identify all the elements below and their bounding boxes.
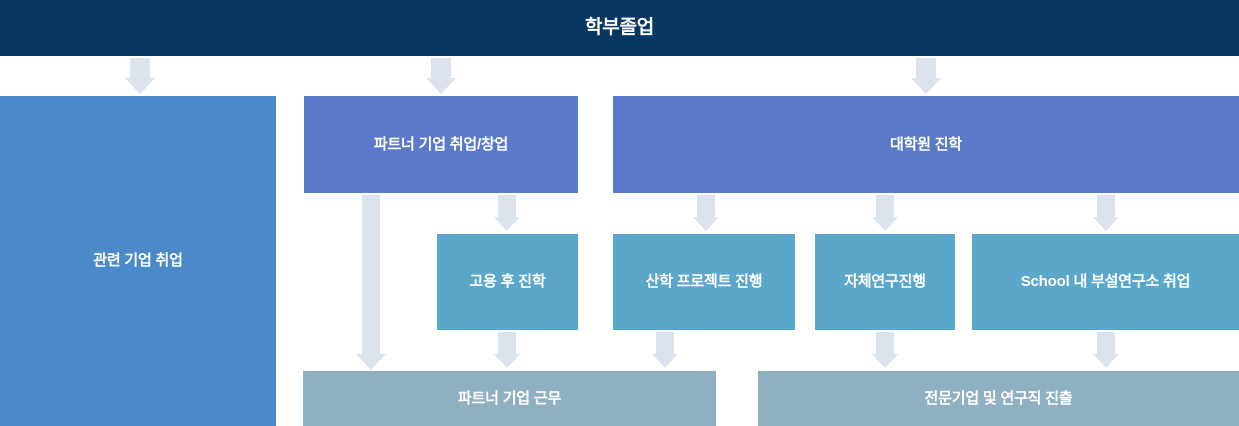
arrow-research-to-specialist (860, 332, 910, 368)
arrow-header-to-partner (416, 58, 466, 94)
node-related-employment: 관련 기업 취업 (0, 96, 276, 426)
arrow-graduate-to-institute (1081, 195, 1131, 231)
node-graduate-school: 대학원 진학 (613, 96, 1239, 193)
node-partner-work: 파트너 기업 근무 (303, 371, 716, 426)
arrow-institute-to-specialist (1081, 332, 1131, 368)
node-school-institute: School 내 부설연구소 취업 (972, 234, 1239, 330)
arrow-header-to-graduate (901, 58, 951, 94)
arrow-project-to-specialist (640, 332, 690, 368)
arrow-partner-to-study (482, 195, 532, 231)
arrow-graduate-to-research (860, 195, 910, 231)
node-industry-project: 산학 프로젝트 진행 (613, 234, 795, 330)
header-node-graduation: 학부졸업 (0, 0, 1239, 56)
node-specialist-research: 전문기업 및 연구직 진출 (758, 371, 1239, 426)
node-study-after-hire: 고용 후 진학 (437, 234, 578, 330)
arrow-study-to-work (482, 332, 532, 368)
node-own-research: 자체연구진행 (815, 234, 955, 330)
node-partner-employment: 파트너 기업 취업/창업 (304, 96, 578, 193)
arrow-header-to-related (115, 58, 165, 94)
arrow-graduate-to-project (681, 195, 731, 231)
arrow-partner-to-work (349, 195, 393, 370)
